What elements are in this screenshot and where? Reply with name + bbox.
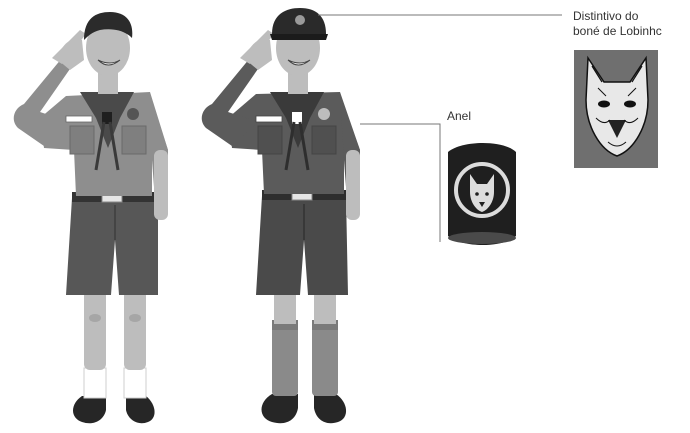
left-scout-shorts	[66, 198, 158, 295]
right-scout-long-socks	[272, 320, 338, 396]
ring-patch	[448, 143, 516, 245]
right-scout-shoes	[262, 394, 347, 423]
left-scout-figure	[14, 12, 168, 423]
cap-badge	[574, 50, 658, 168]
left-scout-legs	[84, 290, 146, 370]
right-scout-shorts	[256, 196, 348, 295]
left-scout-socks	[84, 368, 146, 398]
ring-leader-line	[360, 124, 440, 242]
left-scout-shoes	[73, 396, 155, 423]
ring-label: Anel	[447, 109, 471, 123]
left-scout-head	[84, 12, 132, 76]
cap-badge-dot	[295, 15, 305, 25]
cap	[270, 8, 328, 40]
cap-badge-label-line1: Distintivo do	[573, 9, 638, 23]
cap-badge-label-line2: boné de Lobinhc	[573, 24, 662, 38]
